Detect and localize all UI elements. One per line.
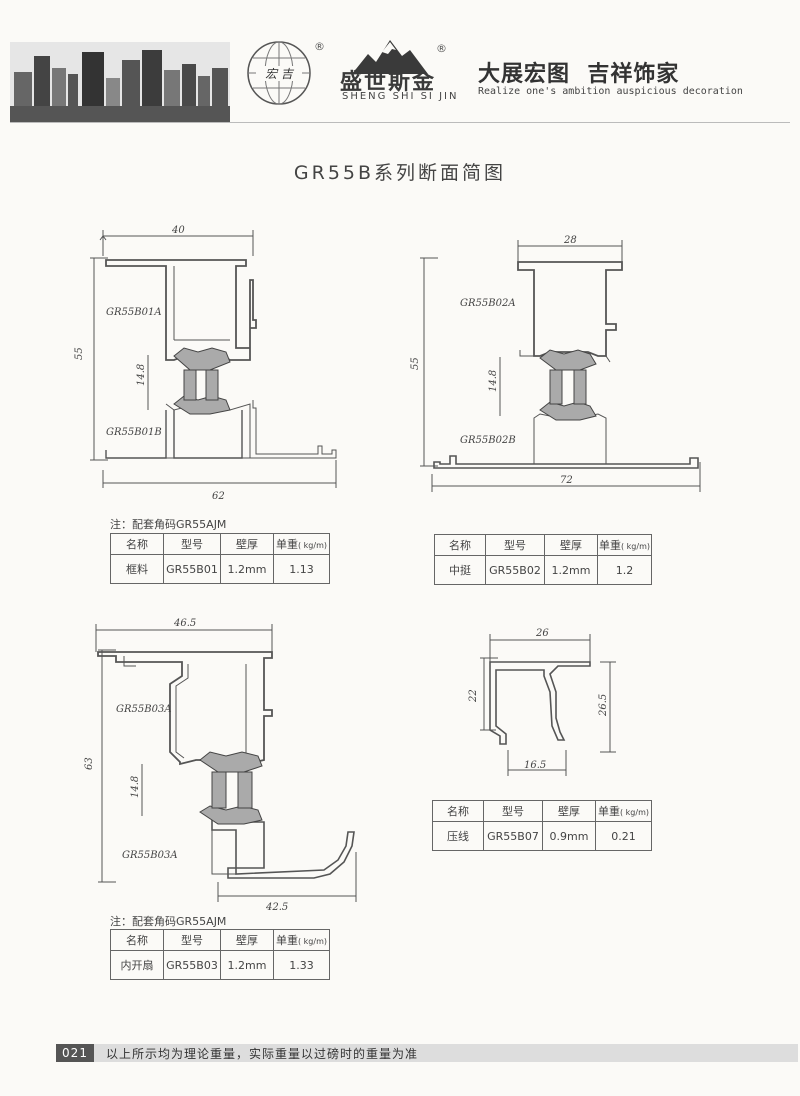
cell-model: GR55B03 <box>163 950 221 980</box>
dim-height-right-label: 26.5 <box>598 694 609 717</box>
cell-model: GR55B02 <box>485 555 545 585</box>
dim-width-label: 40 <box>171 225 185 236</box>
city-skyline-image <box>10 42 230 122</box>
accessory-note-2: 注：配套角码GR55AJM <box>110 915 227 928</box>
profile-gr55b03-drawing: 46.5 42.5 63 14.8 GR55B03A GR55B03A <box>84 618 357 912</box>
cell-thickness: 1.2mm <box>220 950 274 980</box>
profile-gr55b01-drawing: 40 62 55 14.8 GR55B01A GR55B01B <box>74 225 337 500</box>
dim-width-label: 46.5 <box>173 618 196 629</box>
cell-weight: 1.33 <box>273 950 330 980</box>
registered-mark: ® <box>314 40 325 53</box>
spec-table-b02: 名称 型号 壁厚 单重( kg/m) 中挺 GR55B02 1.2mm 1.2 <box>434 534 652 585</box>
th-name: 名称 <box>434 534 486 556</box>
logo-circle-text: 宏 吉 <box>265 67 293 81</box>
dim-total-width-label: 72 <box>560 475 573 486</box>
profile-gr55b07-drawing: 26 22 26.5 16.5 <box>468 628 616 776</box>
th-model: 型号 <box>163 533 221 555</box>
cell-weight: 1.2 <box>597 555 652 585</box>
profile-label-bottom: GR55B02B <box>460 435 516 446</box>
header-divider <box>10 122 790 123</box>
th-name: 名称 <box>110 533 164 555</box>
profile-label-top: GR55B02A <box>460 298 516 309</box>
profile-label-bottom: GR55B03A <box>122 850 178 861</box>
cell-name: 框料 <box>110 554 164 584</box>
th-thickness: 壁厚 <box>542 800 596 822</box>
dim-height-label: 63 <box>84 757 95 770</box>
cell-model: GR55B07 <box>483 821 543 851</box>
dim-gap-label: 14.8 <box>136 364 147 386</box>
dim-total-width-label: 62 <box>212 491 225 500</box>
registered-mark-2: ® <box>436 42 447 55</box>
spec-table-b03: 名称 型号 壁厚 单重( kg/m) 内开扇 GR55B03 1.2mm 1.3… <box>110 929 330 980</box>
cell-thickness: 1.2mm <box>220 554 274 584</box>
page-number: 021 <box>56 1044 94 1062</box>
profile-label-top: GR55B03A <box>116 704 172 715</box>
profile-label-bottom: GR55B01B <box>106 427 162 438</box>
th-name: 名称 <box>432 800 484 822</box>
accessory-note-1: 注：配套角码GR55AJM <box>110 518 227 531</box>
dim-gap-label: 14.8 <box>488 370 499 392</box>
cell-name: 内开扇 <box>110 950 164 980</box>
dim-height-label: 55 <box>410 357 421 370</box>
th-model: 型号 <box>163 929 221 951</box>
cell-model: GR55B01 <box>163 554 221 584</box>
th-weight: 单重( kg/m) <box>273 533 330 555</box>
th-weight: 单重( kg/m) <box>597 534 652 556</box>
spec-table-b07: 名称 型号 壁厚 单重( kg/m) 压线 GR55B07 0.9mm 0.21 <box>432 800 652 851</box>
cell-thickness: 0.9mm <box>542 821 596 851</box>
th-model: 型号 <box>485 534 545 556</box>
slogan-cn: 大展宏图 吉祥饰家 <box>478 62 680 87</box>
th-thickness: 壁厚 <box>220 533 274 555</box>
dim-width-label: 28 <box>563 235 577 246</box>
footer-note: 以上所示均为理论重量，实际重量以过磅时的重量为准 <box>106 1047 419 1061</box>
cell-name: 压线 <box>432 821 484 851</box>
cell-weight: 1.13 <box>273 554 330 584</box>
th-thickness: 壁厚 <box>544 534 598 556</box>
mountain-logo-icon <box>352 40 428 74</box>
brand-name-cn: 盛世斯金 <box>340 69 437 95</box>
profile-gr55b02-drawing: 28 72 55 14.8 GR55B02A GR55B02B <box>410 235 701 492</box>
globe-logo-icon <box>247 41 311 105</box>
slogan-en: Realize one's ambition auspicious decora… <box>478 86 743 97</box>
th-weight: 单重( kg/m) <box>273 929 330 951</box>
spec-table-b01: 名称 型号 壁厚 单重( kg/m) 框料 GR55B01 1.2mm 1.13 <box>110 533 330 584</box>
footer-bar <box>56 1044 798 1062</box>
cell-name: 中挺 <box>434 555 486 585</box>
dim-width-label: 26 <box>535 628 549 639</box>
th-model: 型号 <box>483 800 543 822</box>
dim-height-left-label: 22 <box>468 689 479 703</box>
profile-label-top: GR55B01A <box>106 307 162 318</box>
th-weight: 单重( kg/m) <box>595 800 652 822</box>
th-thickness: 壁厚 <box>220 929 274 951</box>
dim-bottom-width-label: 42.5 <box>265 902 288 912</box>
dim-gap-label: 14.8 <box>130 776 141 798</box>
brand-name-en: SHENG SHI SI JIN <box>342 91 459 102</box>
th-name: 名称 <box>110 929 164 951</box>
cell-weight: 0.21 <box>595 821 652 851</box>
dim-height-label: 55 <box>74 347 85 360</box>
cell-thickness: 1.2mm <box>544 555 598 585</box>
dim-bottom-width-label: 16.5 <box>524 760 546 771</box>
page-title: GR55B系列断面简图 <box>293 162 507 184</box>
